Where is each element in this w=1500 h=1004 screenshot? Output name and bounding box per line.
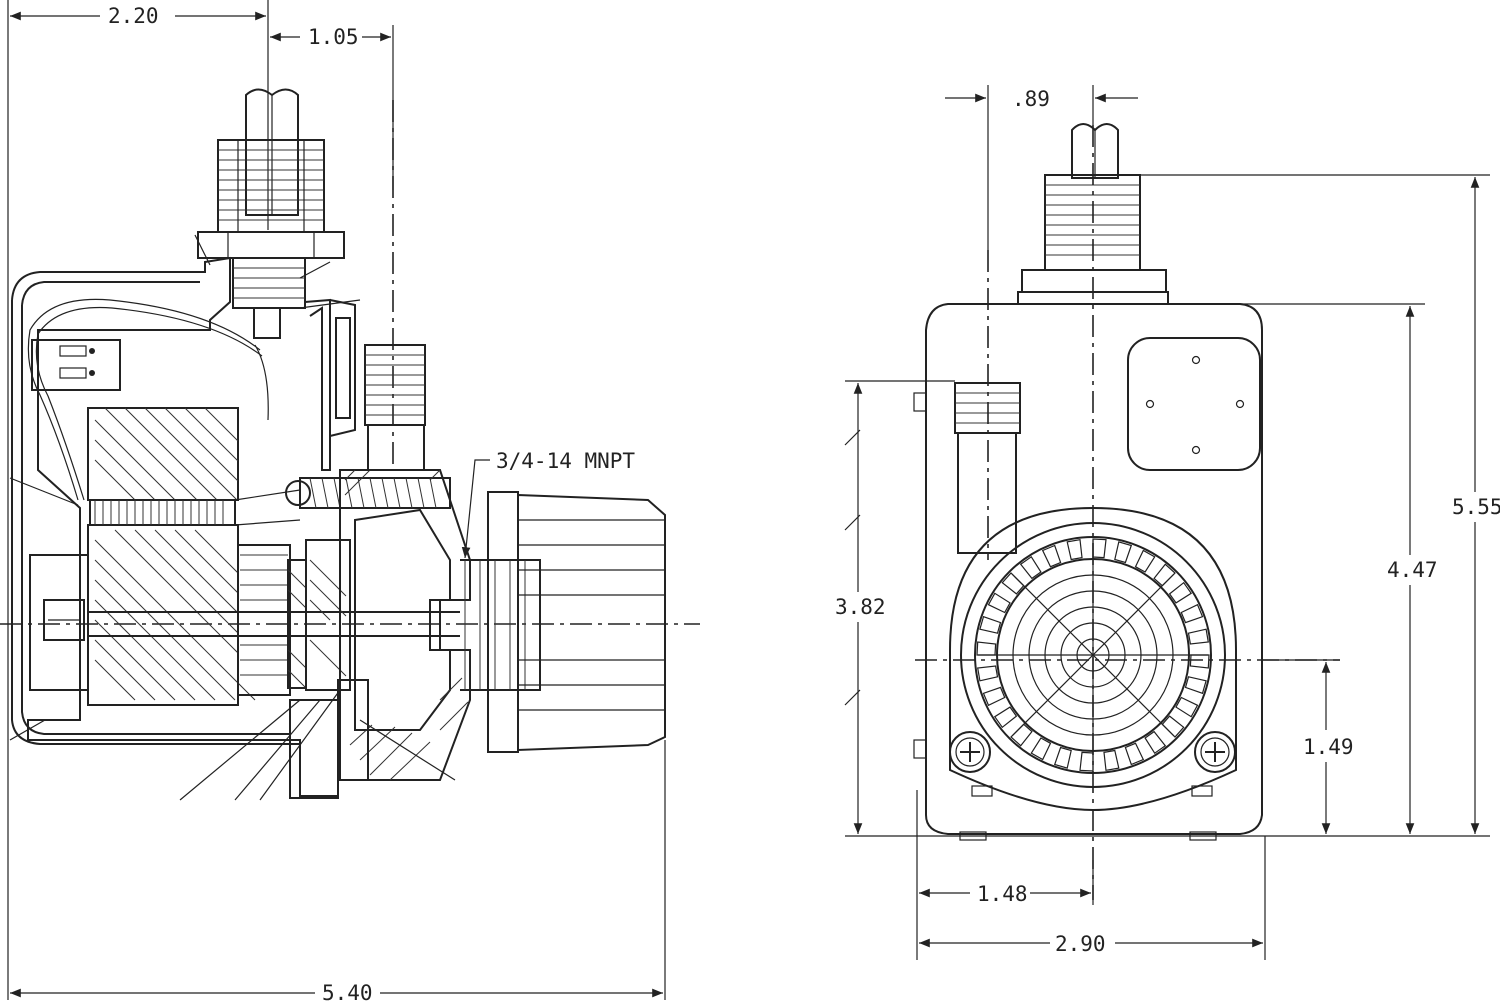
dim-label-1-49: 1.49 — [1303, 735, 1354, 759]
strainer-tooth — [1161, 715, 1185, 738]
dimension-4-47: 4.47 — [1387, 306, 1438, 834]
dim-label-1-05: 1.05 — [308, 25, 359, 49]
dimension-2-90: 2.90 — [919, 932, 1263, 956]
strainer-tooth — [1103, 749, 1120, 771]
mnpt-label: 3/4-14 MNPT — [496, 449, 635, 473]
dimension-0-89: .89 — [945, 85, 1138, 250]
strainer-teeth — [976, 538, 1210, 772]
dimension-2-20: 2.20 — [9, 4, 266, 28]
strainer-tooth — [977, 665, 999, 682]
strainer-tooth — [1144, 730, 1167, 755]
front-view: .89 — [835, 85, 1500, 960]
strainer-tooth — [1175, 696, 1199, 718]
dimension-5-55: 5.55 — [1452, 177, 1500, 834]
dimension-1-05: 1.05 — [270, 25, 391, 49]
strainer-tooth — [1168, 581, 1193, 604]
strainer-tooth — [1124, 742, 1145, 766]
strainer-tooth — [1066, 539, 1083, 561]
strainer-tooth — [987, 592, 1011, 614]
dimension-1-49: 1.49 — [1303, 662, 1354, 834]
dim-label-5-40: 5.40 — [322, 981, 373, 1004]
strainer-tooth — [1180, 603, 1204, 624]
strainer-tooth — [982, 686, 1006, 707]
strainer-tooth — [1019, 555, 1042, 580]
dim-label-4-47: 4.47 — [1387, 558, 1438, 582]
strainer-tooth — [1134, 549, 1156, 573]
strainer-tooth — [976, 641, 997, 656]
strainer-tooth — [1041, 544, 1062, 568]
dim-label-1-48: 1.48 — [977, 882, 1028, 906]
motor-stator — [87, 407, 256, 706]
strainer-tooth — [1184, 676, 1207, 695]
strainer-tooth — [979, 615, 1002, 634]
dim-label-0-89: .89 — [1012, 87, 1050, 111]
screw-right-icon — [1194, 731, 1236, 773]
dim-label-2-20: 2.20 — [108, 4, 159, 28]
strainer-tooth — [1010, 723, 1033, 747]
side-view: 2.20 1.05 — [0, 0, 700, 1004]
strainer-tooth — [1187, 628, 1209, 645]
mnpt-callout: 3/4-14 MNPT — [461, 449, 635, 559]
dim-label-5-55: 5.55 — [1452, 495, 1500, 519]
screw-left-icon — [949, 731, 991, 773]
fitting-threads — [218, 149, 324, 221]
strainer-tooth — [1079, 751, 1094, 772]
dim-label-2-90: 2.90 — [1055, 932, 1106, 956]
strainer-tooth — [1001, 572, 1025, 595]
strainer-tooth — [1092, 538, 1107, 559]
strainer-tooth — [1189, 654, 1210, 669]
dimension-3-82: 3.82 — [835, 383, 886, 834]
strainer-tooth — [1114, 541, 1133, 564]
strainer-tooth — [1030, 737, 1052, 761]
strainer-tooth — [993, 706, 1018, 729]
dim-label-3-82: 3.82 — [835, 595, 886, 619]
dimension-5-40: 5.40 — [9, 981, 663, 1004]
strainer-tooth — [1053, 746, 1072, 769]
strainer-tooth — [1153, 563, 1176, 587]
dimension-1-48: 1.48 — [919, 882, 1091, 906]
